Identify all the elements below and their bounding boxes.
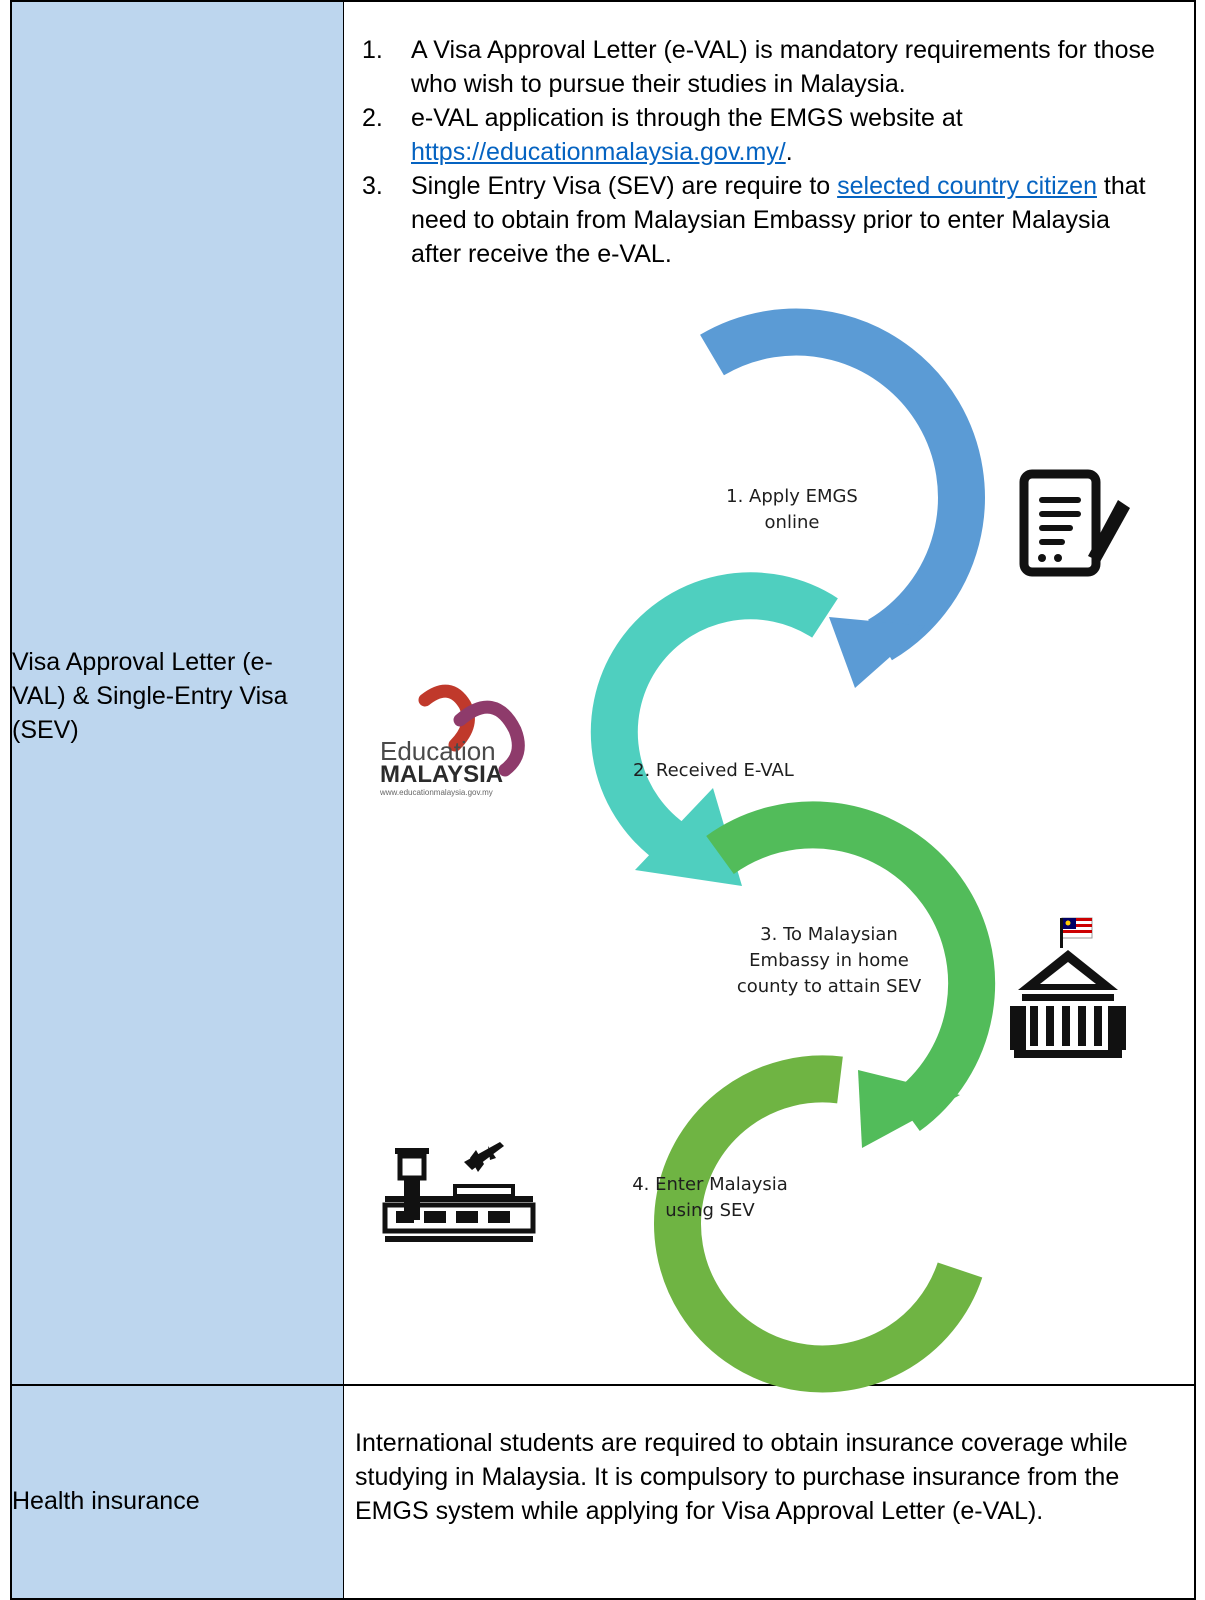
svg-text:www.educationmalaysia.gov.my: www.educationmalaysia.gov.my xyxy=(379,788,493,797)
education-malaysia-logo: Education MALAYSIA www.educationmalaysia… xyxy=(379,684,525,797)
selected-country-link[interactable]: selected country citizen xyxy=(837,172,1097,200)
row-label-cell xyxy=(10,1384,344,1600)
list-item: 3. Single Entry Visa (SEV) are require t… xyxy=(362,169,1162,271)
emgs-website-link[interactable]: https://educationmalaysia.gov.my/ xyxy=(411,138,786,166)
list-text: . xyxy=(785,138,793,166)
list-item: 2. e-VAL application is through the EMGS… xyxy=(362,101,1162,169)
list-item: 1. A Visa Approval Letter (e-VAL) is man… xyxy=(362,33,1162,101)
step-4-arrow xyxy=(654,1055,983,1393)
health-row-label: Health insurance xyxy=(12,1487,200,1515)
step-2-label: 2. Received E-VAL xyxy=(633,760,794,781)
list-number: 3. xyxy=(362,172,383,200)
health-insurance-text: International students are required to o… xyxy=(355,1429,1128,1525)
row-content-cell xyxy=(343,1384,1196,1600)
visa-row-label: Visa Approval Letter (e-VAL) & Single-En… xyxy=(12,648,288,744)
list-number: 1. xyxy=(362,36,383,64)
svg-text:MALAYSIA: MALAYSIA xyxy=(380,761,503,788)
document-sign-icon xyxy=(1019,469,1130,577)
step-3-arrow xyxy=(706,801,996,1148)
step-2-arrow xyxy=(590,572,838,886)
svg-text:Education: Education xyxy=(380,736,496,766)
list-text: Single Entry Visa (SEV) are require to xyxy=(411,172,838,200)
list-text: that need to obtain from Malaysian Embas… xyxy=(411,172,1146,268)
list-number: 2. xyxy=(362,104,383,132)
list-text: e-VAL application is through the EMGS we… xyxy=(411,104,963,132)
list-text: A Visa Approval Letter (e-VAL) is mandat… xyxy=(411,36,1155,98)
airport-icon xyxy=(382,1142,536,1242)
embassy-building-icon xyxy=(1010,917,1126,1058)
row-label-cell xyxy=(10,0,344,1386)
visa-requirements-list: 1. A Visa Approval Letter (e-VAL) is man… xyxy=(362,33,1162,271)
step-1-arrow xyxy=(700,308,985,688)
